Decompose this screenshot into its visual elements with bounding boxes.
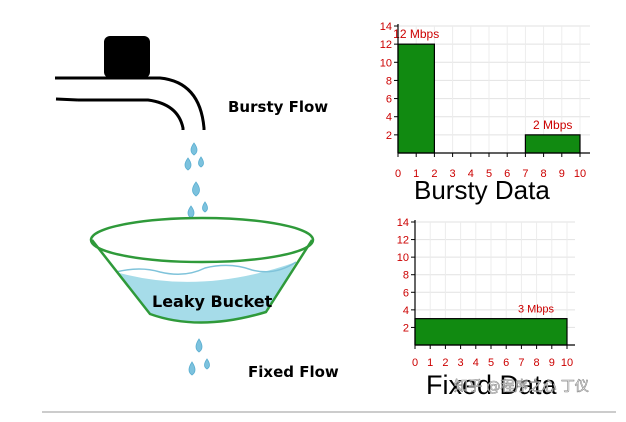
y-tick-label-14: 14 xyxy=(380,21,392,33)
y-tick-label-10: 10 xyxy=(397,252,409,264)
watermark: 知乎 @程序之心 丁仪 xyxy=(454,378,589,395)
x-tick-label-8: 8 xyxy=(534,357,540,369)
bursty-flow-label: Bursty Flow xyxy=(228,98,328,116)
x-tick-label-8: 8 xyxy=(541,168,547,180)
y-tick-label-2: 2 xyxy=(403,322,409,334)
x-tick-label-10: 10 xyxy=(574,168,586,180)
x-tick-label-5: 5 xyxy=(486,168,492,180)
chart-title: Bursty Data xyxy=(414,175,550,205)
bar-label-1: 2 Mbps xyxy=(533,118,572,132)
bar-0 xyxy=(397,43,436,154)
x-tick-label-0: 0 xyxy=(395,168,401,180)
y-tick-label-6: 6 xyxy=(386,94,392,106)
y-tick-label-4: 4 xyxy=(403,305,409,317)
y-tick-label-14: 14 xyxy=(397,217,409,229)
y-tick-label-12: 12 xyxy=(397,235,409,247)
fixed-flow-label: Fixed Flow xyxy=(248,363,339,381)
x-tick-label-0: 0 xyxy=(412,357,418,369)
x-tick-label-2: 2 xyxy=(442,357,448,369)
chart-title: Fixed Data xyxy=(426,370,558,400)
x-tick-label-4: 4 xyxy=(468,168,474,180)
y-tick-label-8: 8 xyxy=(403,270,409,282)
bursty-drops xyxy=(184,142,208,219)
y-tick-label-8: 8 xyxy=(386,75,392,87)
y-tick-label-12: 12 xyxy=(380,39,392,51)
bar-label-0: 3 Mbps xyxy=(518,304,555,316)
x-tick-label-10: 10 xyxy=(561,357,573,369)
x-tick-label-4: 4 xyxy=(473,357,479,369)
x-tick-label-7: 7 xyxy=(518,357,524,369)
x-tick-label-7: 7 xyxy=(522,168,528,180)
y-tick-label-10: 10 xyxy=(380,57,392,69)
x-tick-label-3: 3 xyxy=(458,357,464,369)
bar-label-0: 12 Mbps xyxy=(393,27,439,41)
leaky-bucket-label: Leaky Bucket xyxy=(152,292,273,311)
faucet-icon xyxy=(55,36,206,130)
x-tick-label-6: 6 xyxy=(503,357,509,369)
leaky-bucket-icon xyxy=(89,216,315,324)
x-tick-label-6: 6 xyxy=(504,168,510,180)
bar-0 xyxy=(414,318,568,346)
x-tick-label-9: 9 xyxy=(549,357,555,369)
x-tick-label-3: 3 xyxy=(450,168,456,180)
bar-1 xyxy=(524,134,581,154)
x-tick-label-9: 9 xyxy=(559,168,565,180)
y-tick-label-6: 6 xyxy=(403,287,409,299)
x-tick-label-5: 5 xyxy=(488,357,494,369)
fixed-drops xyxy=(188,338,210,376)
x-tick-label-2: 2 xyxy=(431,168,437,180)
x-tick-label-1: 1 xyxy=(427,357,433,369)
y-tick-label-4: 4 xyxy=(386,112,392,124)
y-tick-label-2: 2 xyxy=(386,130,392,142)
x-tick-label-1: 1 xyxy=(413,168,419,180)
